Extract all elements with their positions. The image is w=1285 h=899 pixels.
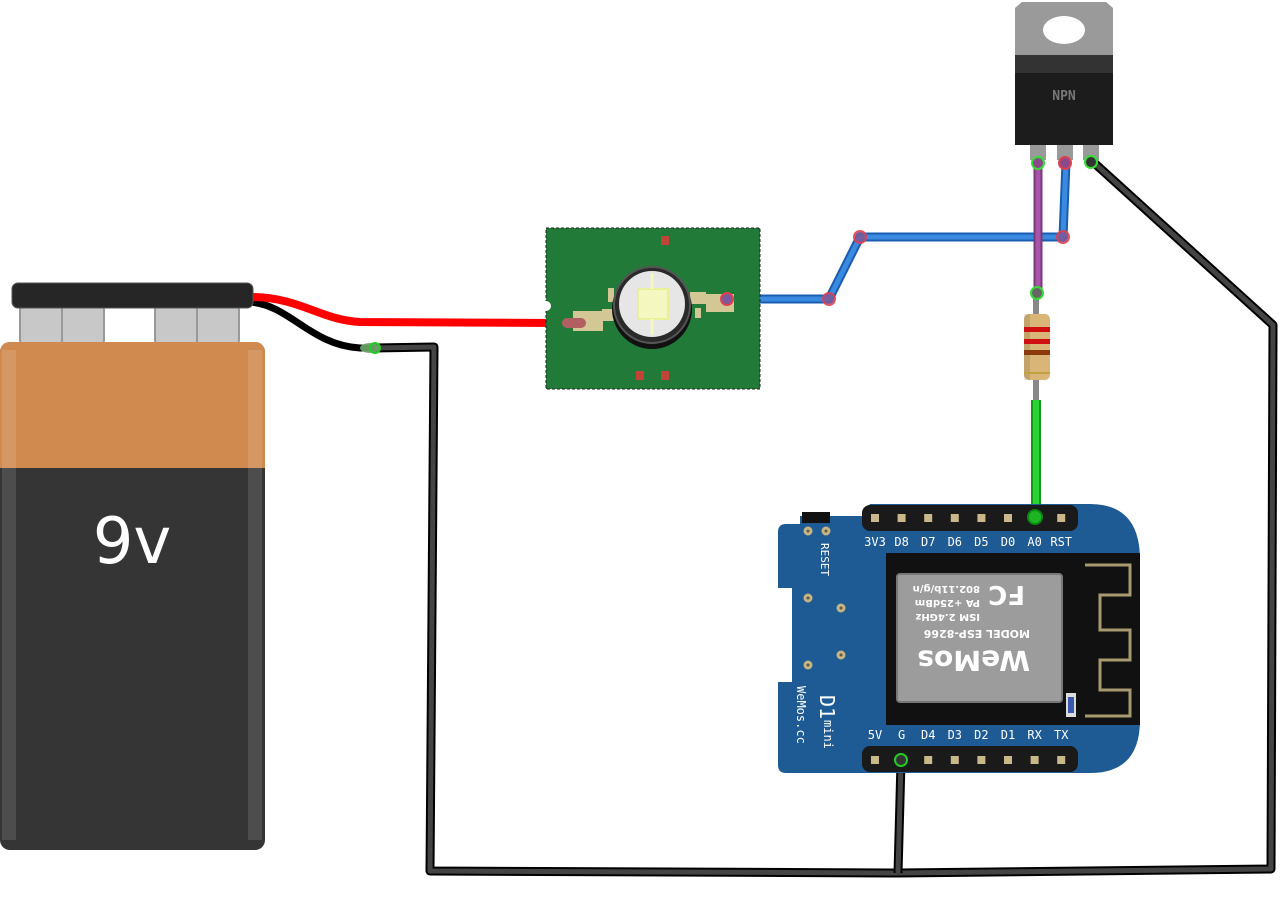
top-pin-3v3[interactable] <box>871 514 879 522</box>
bottom-pin-d1[interactable] <box>1004 756 1012 764</box>
battery-snap-connector <box>11 282 254 309</box>
resistor-band <box>1024 372 1050 374</box>
battery-black-lead <box>249 298 375 352</box>
top-pin-d7[interactable] <box>924 514 933 522</box>
bottom-pin-label: RX <box>1027 728 1042 742</box>
bottom-pin-label: 5V <box>868 728 882 742</box>
module-cert-logo: FC <box>988 579 1025 609</box>
module-line2: PA +25dBm <box>915 597 980 608</box>
board-title: D1 <box>815 695 839 719</box>
top-pin-label: RST <box>1050 535 1072 549</box>
battery-voltage-label: 9v <box>93 505 172 579</box>
bottom-pin-5v[interactable] <box>871 756 879 764</box>
bottom-pin-label: D3 <box>948 728 962 742</box>
led-module[interactable] <box>541 227 761 390</box>
board-subtitle: mini <box>821 720 835 749</box>
bottom-pin-label: D1 <box>1001 728 1015 742</box>
transistor-label: NPN <box>1052 89 1076 104</box>
bottom-pin-label: D4 <box>921 728 935 742</box>
reset-label: RESET <box>818 543 831 576</box>
bottom-pin-rx[interactable] <box>1030 756 1039 764</box>
top-pin-label: D8 <box>894 535 908 549</box>
bottom-pin-label: G <box>898 728 905 742</box>
top-pin-d8[interactable] <box>897 514 906 522</box>
module-line1: 802.11b/g/n <box>913 583 980 594</box>
resistor[interactable] <box>1024 286 1050 400</box>
top-pin-d5[interactable] <box>977 514 986 522</box>
top-pin-label: D6 <box>948 535 962 549</box>
top-pin-label: 3V3 <box>864 535 886 549</box>
ground-wires <box>374 156 1278 878</box>
npn-transistor[interactable]: NPN <box>1015 2 1113 170</box>
module-line3: ISM 2.4GHz <box>915 611 980 622</box>
base-pin[interactable] <box>1031 156 1045 170</box>
module-line4: MODEL ESP-8266 <box>923 627 1030 640</box>
resistor-band <box>1024 327 1050 332</box>
top-pin-label: D0 <box>1001 535 1015 549</box>
resistor-band <box>1024 350 1050 355</box>
battery-red-lead[interactable] <box>249 293 556 327</box>
top-pin-d0[interactable] <box>1004 514 1012 522</box>
resistor-band <box>1024 339 1050 344</box>
battery-9v[interactable]: 9v <box>0 282 265 850</box>
top-pin-d6[interactable] <box>950 514 959 522</box>
emitter-pin[interactable] <box>1084 155 1098 169</box>
esp8266-module <box>896 573 1063 703</box>
bottom-pin-tx[interactable] <box>1057 756 1066 764</box>
top-pin-label: A0 <box>1027 535 1041 549</box>
top-pin-label: D5 <box>974 535 988 549</box>
bottom-pin-label: TX <box>1054 728 1069 742</box>
bottom-pin-d2[interactable] <box>977 756 986 764</box>
wemos-d1-mini-board[interactable]: RESET D1 mini WeMos.cc 802.11b/g/n PA +2… <box>778 504 1140 773</box>
bottom-pin-d3[interactable] <box>950 756 959 764</box>
module-brand-logo: WeMos <box>917 644 1030 677</box>
board-brand: WeMos.cc <box>794 686 808 744</box>
bottom-pin-d4[interactable] <box>924 756 933 764</box>
bottom-pin-label: D2 <box>974 728 988 742</box>
top-pin-rst[interactable] <box>1057 514 1066 522</box>
collector-wire[interactable] <box>727 161 1071 304</box>
top-pin-label: D7 <box>921 535 935 549</box>
collector-pin[interactable] <box>1058 156 1072 170</box>
